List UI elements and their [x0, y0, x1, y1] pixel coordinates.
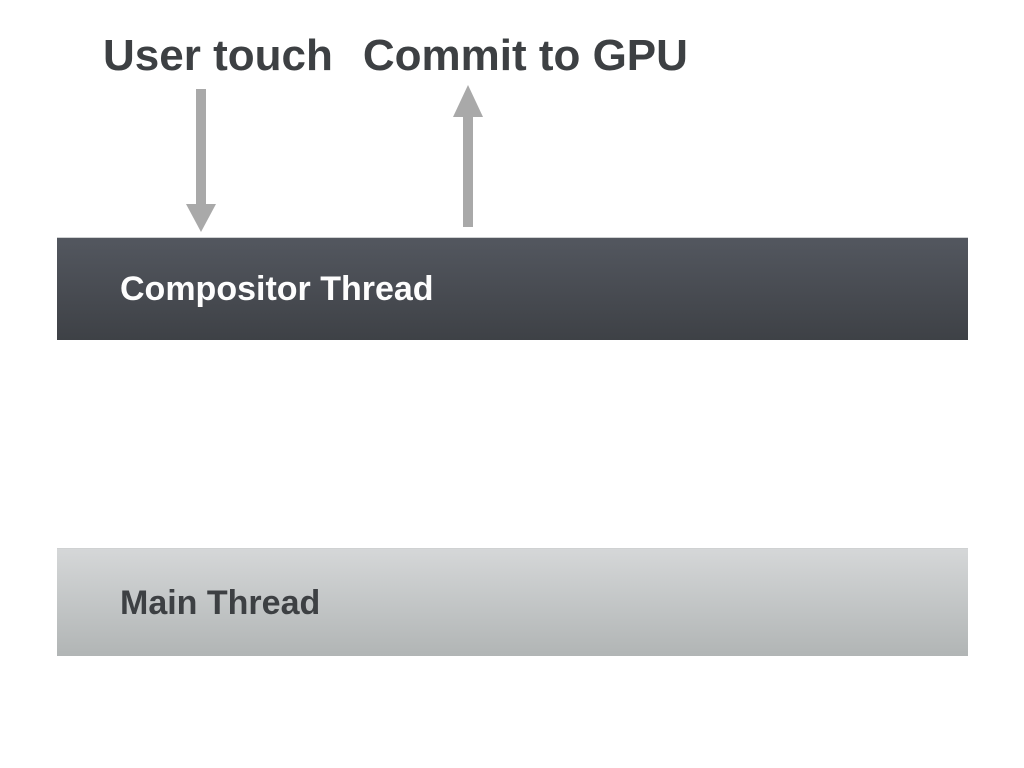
main-thread-bar: Main Thread: [57, 548, 968, 656]
user-touch-label: User touch: [103, 31, 333, 80]
commit-to-gpu-arrow-up-icon: [453, 85, 483, 227]
compositor-thread-bar: Compositor Thread: [57, 237, 968, 340]
main-thread-label: Main Thread: [120, 583, 321, 622]
arrow-shaft: [463, 117, 473, 227]
arrow-shaft: [196, 89, 206, 204]
top-annotations: User touch Commit to GPU: [103, 34, 688, 78]
user-touch-arrow-down-icon: [186, 89, 216, 232]
arrowhead-up-icon: [453, 85, 483, 117]
arrowhead-down-icon: [186, 204, 216, 232]
compositor-thread-label: Compositor Thread: [120, 270, 434, 308]
commit-to-gpu-label: Commit to GPU: [362, 31, 688, 80]
